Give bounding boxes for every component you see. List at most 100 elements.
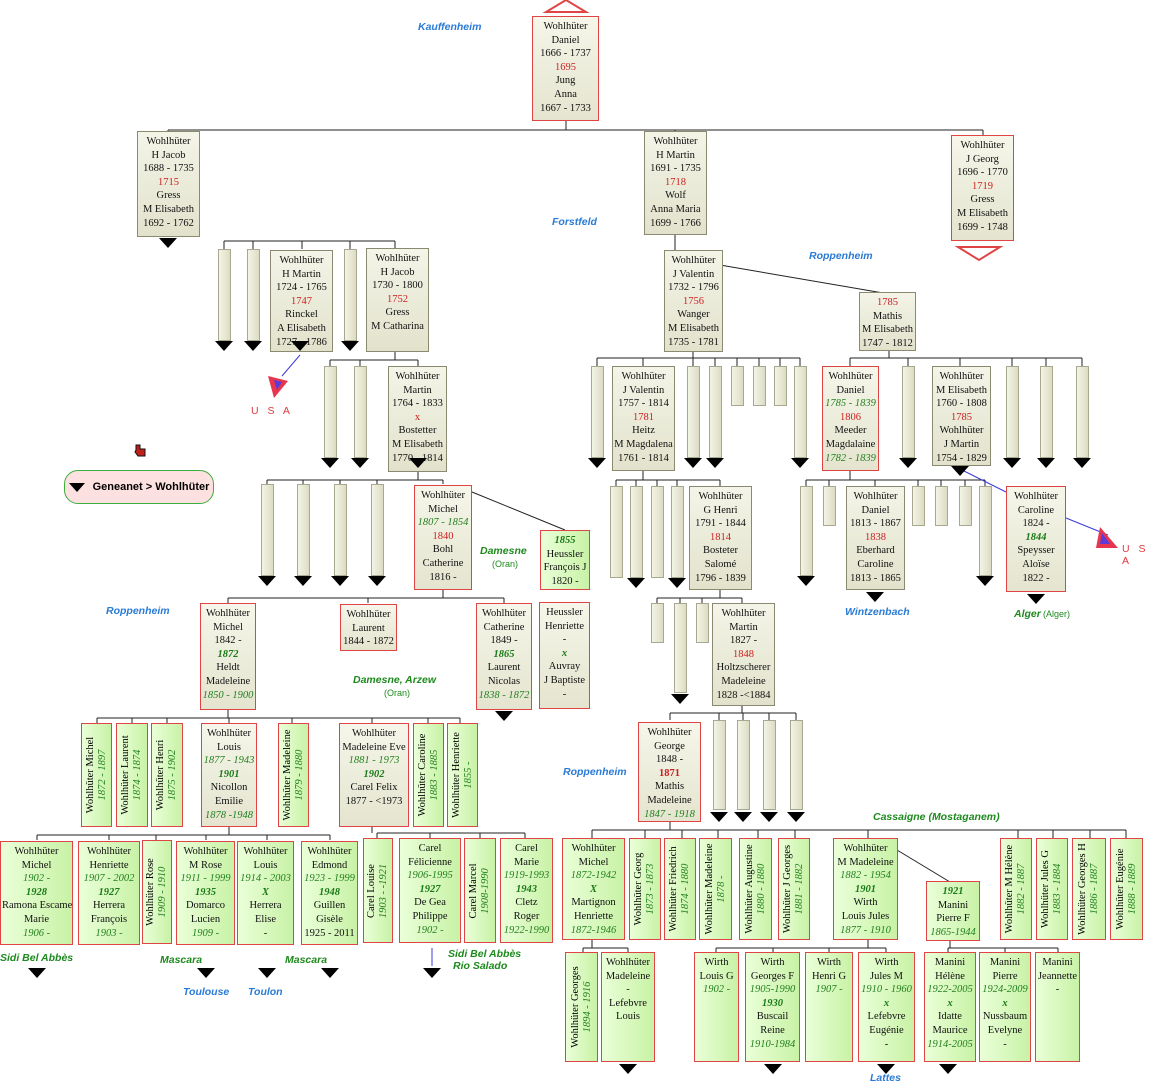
down-arrow-icon[interactable] xyxy=(495,711,513,721)
collapsed-child[interactable] xyxy=(790,720,803,810)
down-arrow-icon[interactable] xyxy=(877,1064,895,1074)
collapsed-child[interactable] xyxy=(591,366,604,458)
down-arrow-icon[interactable] xyxy=(409,458,427,468)
down-arrow-icon[interactable] xyxy=(791,458,809,468)
down-arrow-icon[interactable] xyxy=(588,458,606,468)
collapsed-child[interactable] xyxy=(651,603,664,643)
down-arrow-icon[interactable] xyxy=(760,812,778,822)
down-arrow-icon[interactable] xyxy=(321,968,339,978)
collapsed-child[interactable] xyxy=(324,366,337,458)
collapsed-child[interactable] xyxy=(674,603,687,693)
up-arrow-icon[interactable] xyxy=(542,0,590,13)
collapsed-child[interactable] xyxy=(935,486,948,526)
collapsed-child[interactable] xyxy=(753,366,766,406)
down-arrow-icon[interactable] xyxy=(215,341,233,351)
down-arrow-icon[interactable] xyxy=(710,812,728,822)
down-arrow-icon[interactable] xyxy=(331,576,349,586)
down-arrow-icon[interactable] xyxy=(866,592,884,602)
collapsed-child[interactable] xyxy=(709,366,722,458)
collapsed-child[interactable] xyxy=(774,366,787,406)
down-arrow-icon[interactable] xyxy=(294,576,312,586)
down-arrow-icon[interactable] xyxy=(706,458,724,468)
down-arrow-icon[interactable] xyxy=(939,1064,957,1074)
down-arrow-icon[interactable] xyxy=(197,968,215,978)
collapsed-child[interactable] xyxy=(1040,366,1053,458)
down-arrow-icon[interactable] xyxy=(423,968,441,978)
collapsed-child[interactable] xyxy=(696,603,709,643)
collapsed-child[interactable] xyxy=(247,249,260,341)
down-arrow-icon[interactable] xyxy=(1003,458,1021,468)
collapsed-child[interactable] xyxy=(297,484,310,576)
down-arrow-icon[interactable] xyxy=(291,341,309,351)
down-arrow-icon[interactable] xyxy=(951,466,969,476)
collapsed-child[interactable] xyxy=(763,720,776,810)
collapsed-child[interactable] xyxy=(1006,366,1019,458)
collapsed-child[interactable] xyxy=(979,486,992,576)
down-arrow-icon[interactable] xyxy=(28,968,46,978)
collapsed-child[interactable] xyxy=(630,486,643,578)
down-arrow-icon[interactable] xyxy=(341,341,359,351)
collapsed-child[interactable] xyxy=(218,249,231,341)
collapsed-child[interactable] xyxy=(823,486,836,526)
collapsed-child[interactable] xyxy=(794,366,807,458)
collapsed-child[interactable] xyxy=(334,484,347,576)
collapsed-child[interactable] xyxy=(651,486,664,578)
down-arrow-icon[interactable] xyxy=(351,458,369,468)
collapsed-child[interactable] xyxy=(912,486,925,526)
down-arrow-icon[interactable] xyxy=(899,458,917,468)
collapsed-child[interactable] xyxy=(713,720,726,810)
collapsed-child[interactable] xyxy=(671,486,684,578)
down-arrow-icon[interactable] xyxy=(1037,458,1055,468)
down-arrow-icon[interactable] xyxy=(1027,594,1045,604)
down-arrow-icon[interactable] xyxy=(619,1064,637,1074)
down-arrow-icon[interactable] xyxy=(258,968,276,978)
down-arrow-icon[interactable] xyxy=(368,576,386,586)
down-arrow-icon[interactable] xyxy=(159,238,177,248)
down-arrow-icon[interactable] xyxy=(764,1064,782,1074)
collapsed-child[interactable] xyxy=(610,486,623,578)
geneanet-button[interactable]: Geneanet > Wohlhüter xyxy=(64,470,214,504)
down-arrow-icon[interactable] xyxy=(321,458,339,468)
down-arrow-icon[interactable] xyxy=(627,578,645,588)
down-arrow-icon[interactable] xyxy=(797,576,815,586)
